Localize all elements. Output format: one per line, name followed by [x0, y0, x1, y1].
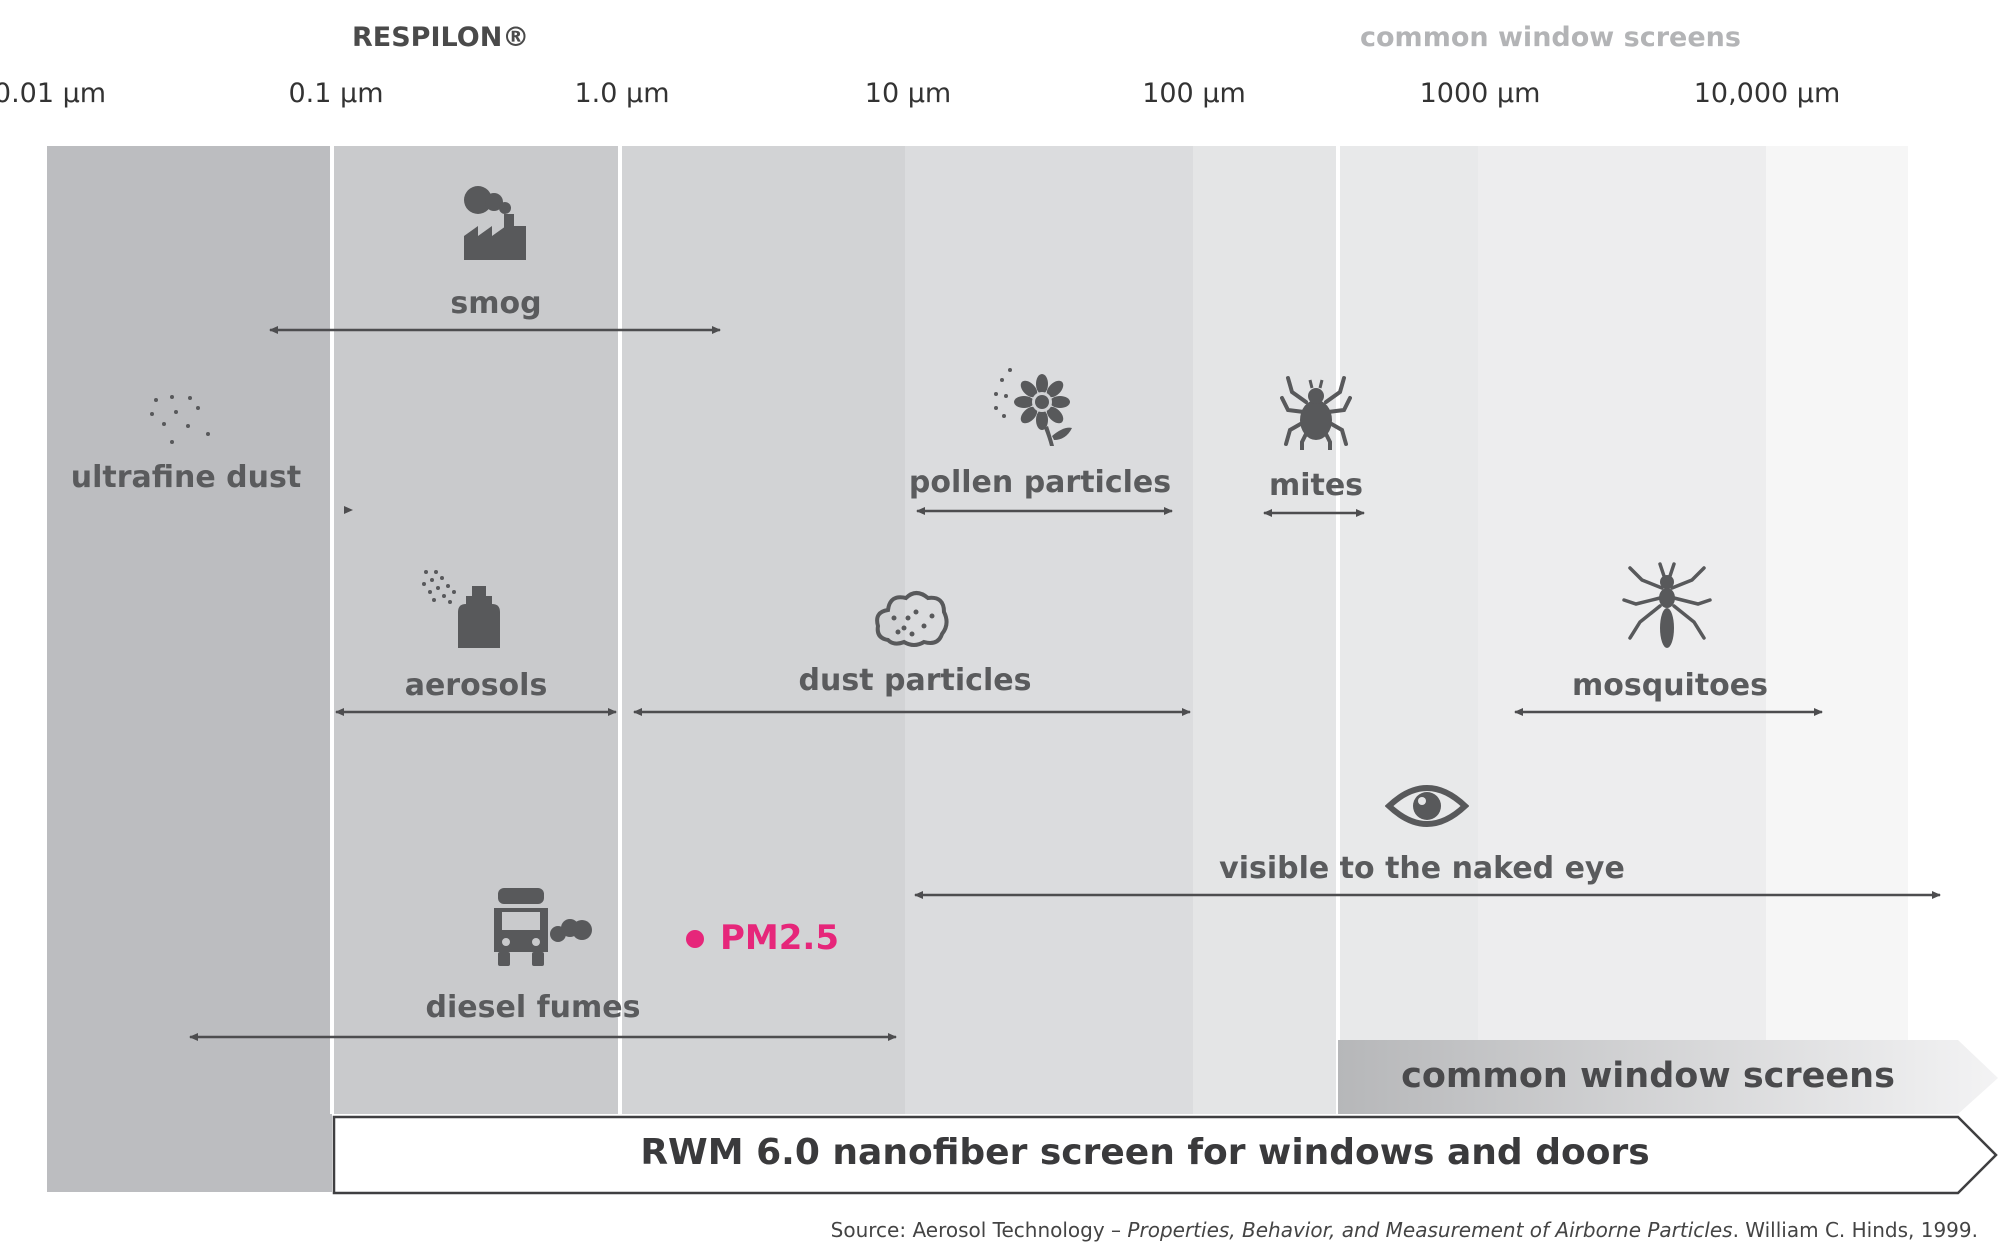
band-10000um [1766, 146, 1908, 1114]
ultrafine-dust-label: ultrafine dust [70, 460, 302, 495]
dust-cloud-icon [875, 591, 949, 647]
tick-100um: 100 µm [1142, 78, 1246, 109]
divider-1um [618, 146, 622, 1114]
pm25-label: PM2.5 [720, 918, 839, 958]
band-1000um-rest [1338, 146, 1478, 1114]
common-window-screens-header: common window screens [1360, 22, 1741, 53]
tick-10um: 10 µm [864, 78, 952, 109]
source-citation: Source: Aerosol Technology – Properties,… [831, 1218, 1978, 1242]
rwm-screen-bar-label: RWM 6.0 nanofiber screen for windows and… [640, 1132, 1650, 1173]
pm25-marker [686, 930, 704, 948]
divider-window-screens [1336, 146, 1340, 1114]
band-10um [905, 146, 1193, 1114]
source-title: Properties, Behavior, and Measurement of… [1127, 1218, 1733, 1242]
tick-1000um: 1000 µm [1419, 78, 1541, 109]
mosquito-icon [1622, 562, 1712, 648]
tick-1um: 1.0 µm [574, 78, 670, 109]
pollen-label: pollen particles [908, 465, 1172, 500]
mites-label: mites [1268, 468, 1364, 503]
band-1um [620, 146, 905, 1114]
dust-particles-label: dust particles [798, 663, 1032, 698]
factory-icon [464, 186, 526, 260]
tick-10000um: 10,000 µm [1693, 78, 1841, 109]
divider-0-1um [330, 146, 334, 1114]
source-suffix: . William C. Hinds, 1999. [1732, 1218, 1978, 1242]
tick-0-1um: 0.1 µm [288, 78, 384, 109]
mite-icon [1280, 376, 1352, 450]
mosquitoes-label: mosquitoes [1572, 668, 1768, 703]
ultrafine-dust-icon [150, 395, 210, 444]
band-ultrafine [47, 146, 332, 1192]
aerosol-can-icon [422, 570, 500, 648]
smog-label: smog [450, 286, 542, 321]
pollen-flower-icon [994, 368, 1072, 446]
rwm-screen-bar [332, 1115, 1998, 1195]
source-prefix: Source: Aerosol Technology – [830, 1218, 1128, 1242]
tick-0-01um: 0.01 µm [0, 78, 107, 109]
aerosols-label: aerosols [404, 668, 548, 703]
visible-naked-eye-label: visible to the naked eye [1219, 851, 1625, 886]
respilon-brand: RESPILON® [352, 22, 530, 53]
band-1000um [1478, 146, 1766, 1114]
eye-icon [1385, 785, 1469, 827]
common-window-screens-bar [1338, 1040, 1998, 1114]
common-window-screens-bar-label: common window screens [1401, 1056, 1895, 1096]
diesel-fumes-label: diesel fumes [425, 990, 641, 1025]
diesel-truck-icon [494, 888, 592, 966]
